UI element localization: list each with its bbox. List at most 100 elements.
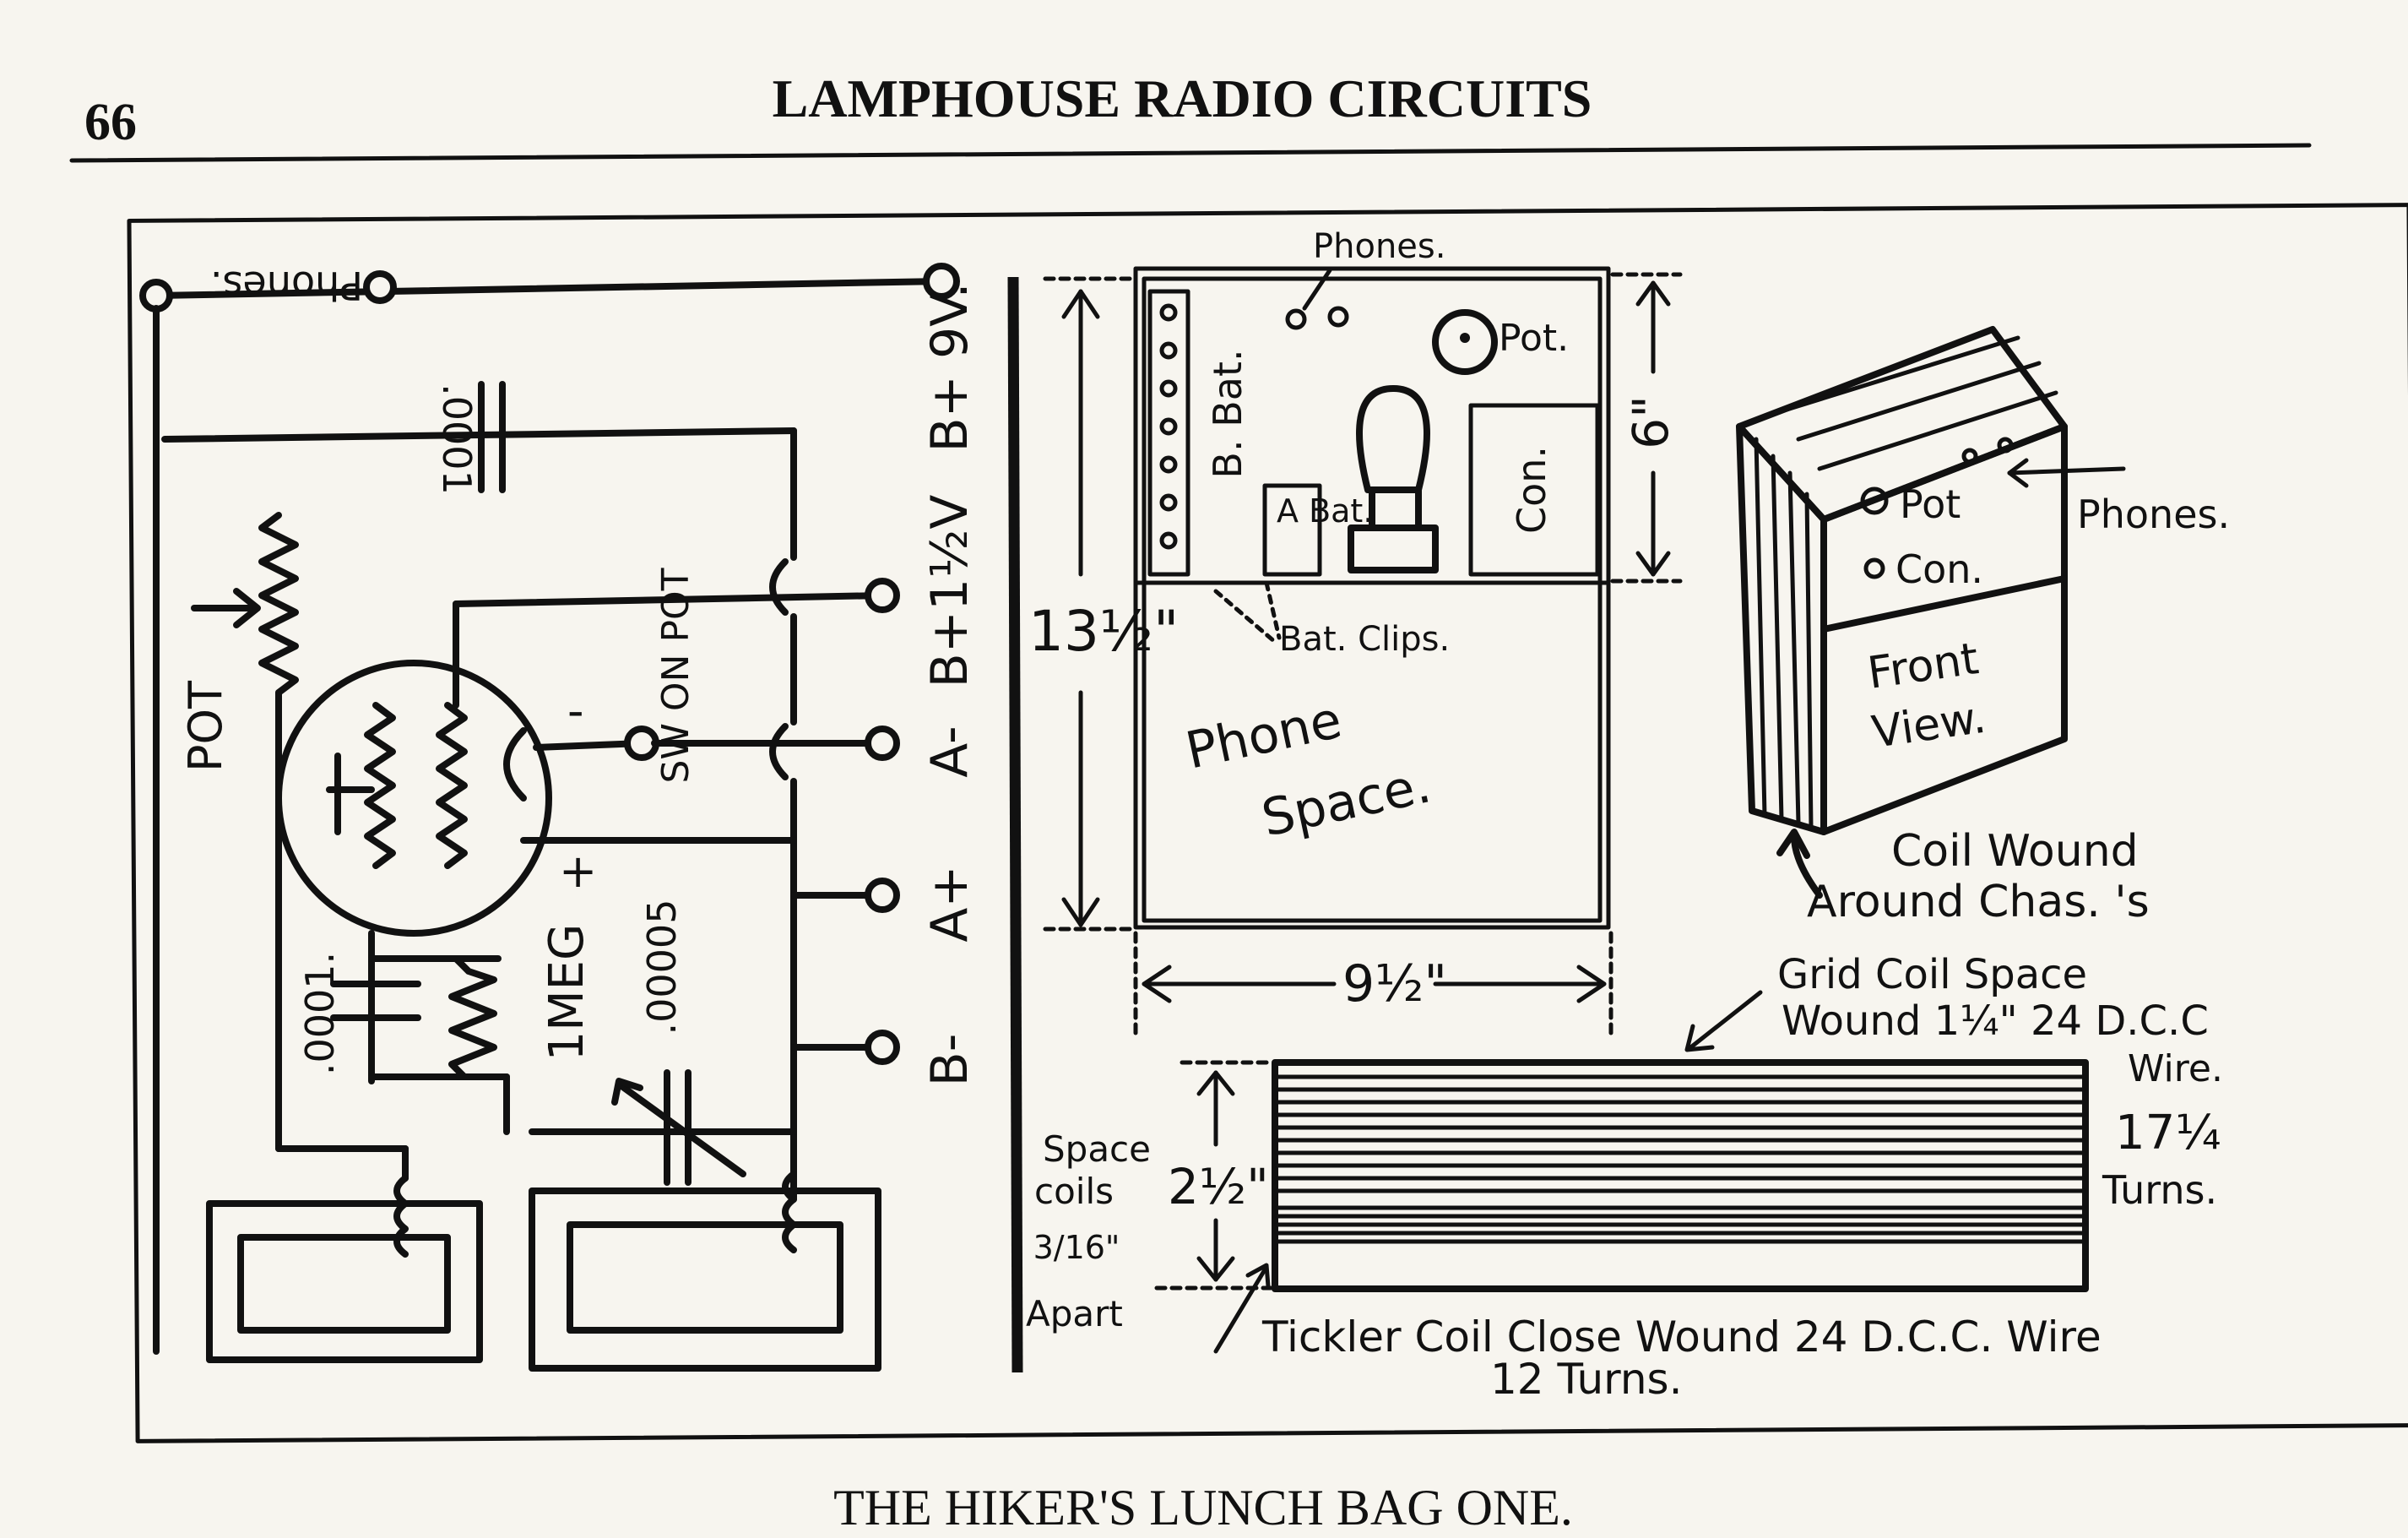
front-divider [1820, 575, 2068, 633]
pot-knob-center [1460, 333, 1470, 343]
width-arrow-right [1576, 965, 1607, 1003]
tickler-pointer [1213, 1264, 1269, 1354]
space-fraction: 3/16" [1033, 1229, 1120, 1266]
condenser-box [1468, 403, 1600, 577]
figure-caption: THE HIKER'S LUNCH BAG ONE. [833, 1480, 1573, 1535]
height-label: 13½" [1028, 599, 1179, 664]
phone-space-line1: Phone [1181, 691, 1347, 781]
schematic: Phones. .0001 POT SW ON POT - + [139, 263, 979, 1372]
a-plus-terminal [865, 878, 900, 913]
bat-clips-label: Bat. Clips. [1279, 620, 1450, 659]
layout-phones-label: Phones. [1313, 227, 1445, 266]
tube-filament-arc [503, 727, 527, 802]
resistor-1meg-label: 1MEG [540, 924, 594, 1062]
var-cap-arrow-head [611, 1078, 643, 1106]
pot-resistor [258, 512, 299, 1152]
b-bat-dot [1159, 341, 1178, 360]
layout-pot-label: Pot. [1499, 317, 1569, 360]
b-bat-dot [1159, 531, 1178, 550]
winding-line [1771, 454, 1784, 822]
phone-jack [1285, 308, 1307, 330]
front-jack [1997, 437, 2014, 454]
coil-wound-line2: Around Chas. 's [1807, 877, 2150, 927]
six-arrow-bottom [1635, 551, 1671, 577]
space-coils-line2: coils [1034, 1171, 1114, 1212]
a-plus-label: A+ [920, 865, 979, 942]
phones-pointer [2007, 466, 2126, 476]
tickler-pointer-head [1245, 1263, 1271, 1289]
crossover-2 [769, 723, 789, 780]
coil-dim-arrow-top [1196, 1070, 1235, 1096]
grid-coil-line2: Wound 1¼" 24 D.C.C [1782, 997, 2209, 1045]
coil-wound-line1: Coil Wound [1891, 826, 2139, 877]
condenser-label: Con. [1509, 446, 1554, 534]
coil1-outer-loop [206, 1200, 483, 1363]
grid-coil-line3: Wire. [2128, 1047, 2223, 1090]
coil-view: Grid Coil Space Wound 1¼" 24 D.C.C Wire.… [1026, 951, 2223, 1404]
a-minus-terminal [865, 726, 900, 761]
b-plus-9v-terminal [923, 263, 960, 300]
tube-socket [1348, 524, 1439, 573]
front-jack [1961, 448, 1978, 465]
front-view-line1: Front [1864, 633, 1982, 699]
b-plus-1-5v-label: B+1½V [920, 495, 979, 688]
compartment-height-label: 6" [1622, 395, 1679, 449]
tube-base [1369, 486, 1422, 531]
plus-sign: + [559, 845, 597, 898]
pot-arrow-head [233, 588, 261, 628]
cap-00005-label: .00005 [639, 899, 685, 1035]
coil2-inner-loop [567, 1221, 843, 1334]
coil-form [1272, 1059, 2089, 1292]
b-minus-label: B- [920, 1034, 979, 1087]
winding-line [1787, 470, 1801, 826]
six-arrow-top [1635, 280, 1671, 307]
width-arrow-left [1142, 965, 1172, 1003]
var-cap-arrow [617, 1082, 746, 1177]
front-view-line2: View. [1868, 693, 1988, 758]
top-edge-line [1771, 335, 2020, 416]
phone-jack [1327, 306, 1349, 328]
bat-clip-leader [1264, 580, 1282, 640]
b-bat-dot [1159, 455, 1178, 474]
bat-clip-leader [1213, 589, 1277, 644]
coil-wound-arrow [1791, 833, 1823, 899]
grid-leak-resistor [448, 955, 497, 1080]
front-con-label: Con. [1895, 546, 1983, 592]
chassis-front-face [1820, 423, 2068, 835]
tickler-line1: Tickler Coil Close Wound 24 D.C.C. Wire [1261, 1312, 2102, 1361]
winding-line [1754, 437, 1767, 818]
b-battery [1147, 289, 1190, 577]
tickler-coil-windings [1274, 1205, 2086, 1244]
space-coils-line1: Space [1043, 1128, 1151, 1170]
coil1-winding [393, 1175, 409, 1258]
top-wire [153, 278, 945, 299]
coil-height-label: 2½" [1168, 1158, 1269, 1215]
height-arrow-top [1061, 289, 1100, 319]
minus-sign: - [567, 684, 584, 737]
coil-wound-arrow-head [1776, 829, 1810, 859]
running-head: LAMPHOUSE RADIO CIRCUITS [773, 68, 1592, 128]
top-edge-line [1796, 361, 2042, 442]
coil2-winding [782, 1171, 797, 1253]
coil2-outer-loop [529, 1187, 881, 1372]
vacuum-tube [275, 660, 552, 937]
switch-label: SW ON POT [654, 568, 697, 783]
grid-coil-windings [1274, 1074, 2086, 1193]
front-phones-label: Phones. [2077, 492, 2230, 537]
front-con-icon [1863, 557, 1885, 579]
tickler-line2: 12 Turns. [1490, 1355, 1682, 1404]
top-edge-line [1817, 390, 2058, 471]
phone-space-line2: Space. [1257, 755, 1436, 848]
b-plus-9v-label: B+ 9V. [920, 282, 979, 452]
pot-knob-icon [1432, 309, 1498, 375]
crossover-1 [769, 558, 789, 616]
front-view: Pot Con. Phones. Front View. Coil Wound … [1736, 326, 2230, 927]
header-rule [69, 143, 2312, 163]
divider-line [1007, 276, 1023, 1373]
phones-label-inverted: Phones. [210, 263, 363, 308]
coil1-inner-loop [237, 1234, 451, 1334]
pot-label: POT [179, 680, 232, 772]
cap-0001-top-label: .0001 [434, 383, 480, 495]
